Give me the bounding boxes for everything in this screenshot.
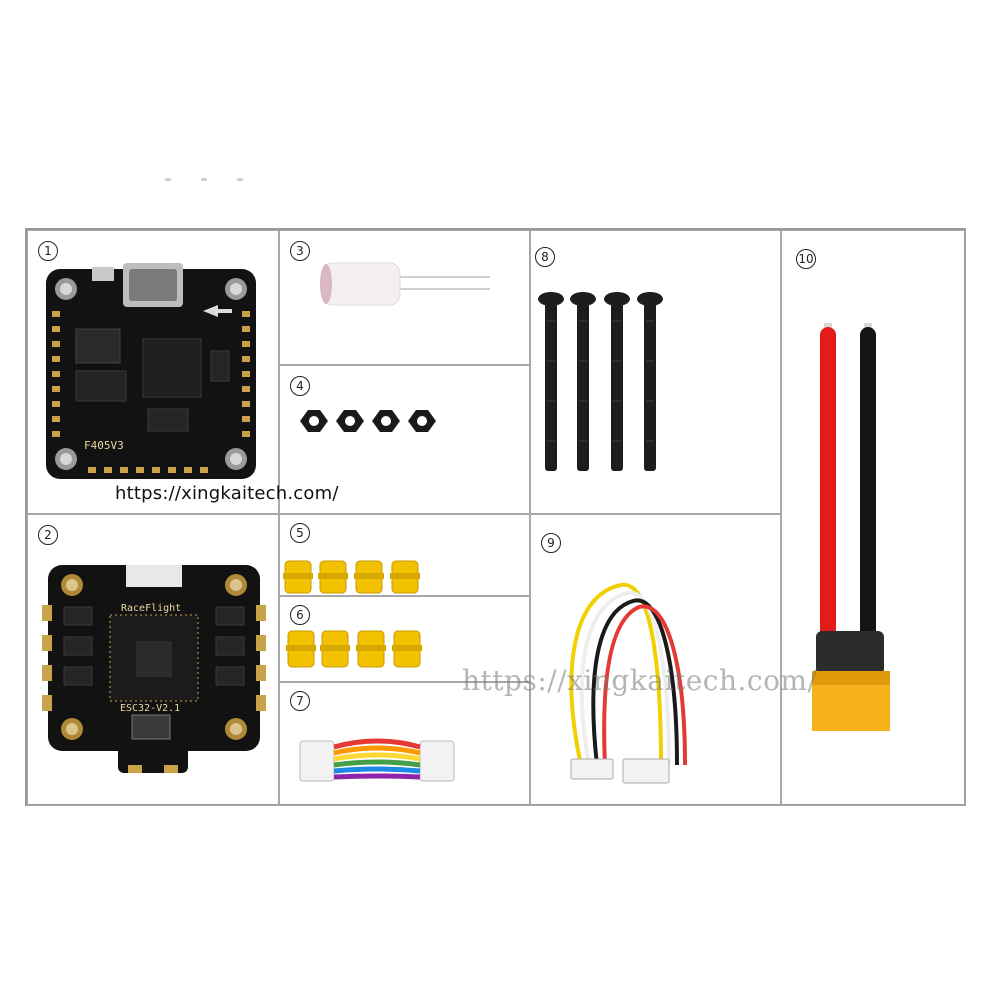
item-number: 3 <box>290 241 310 261</box>
esc-board-image: RaceFlight ESC32-V2.1 <box>42 565 266 773</box>
faint-header-marks <box>165 168 273 186</box>
item-number: 9 <box>541 533 561 553</box>
board-label: ESC32-V2.1 <box>120 703 180 714</box>
cell-flight-controller: 1 <box>27 230 279 514</box>
grommets-image <box>283 560 420 594</box>
cell-rainbow-cable: 7 <box>279 682 530 806</box>
product-grid: 1 <box>25 228 966 806</box>
watermark-url-faint: https://xingkaitech.com/ <box>462 664 818 697</box>
screws-image <box>538 292 663 471</box>
board-label: F405V3 <box>84 439 124 452</box>
wire-loop-image <box>569 582 687 784</box>
nuts-image <box>300 410 436 432</box>
item-number: 10 <box>796 249 816 269</box>
watermark-url: https://xingkaitech.com/ <box>115 483 339 504</box>
item-number: 6 <box>290 605 310 625</box>
item-number: 8 <box>535 247 555 267</box>
rainbow-cable-image <box>299 738 455 782</box>
power-lead-image <box>812 323 890 731</box>
item-number: 2 <box>38 525 58 545</box>
cell-grommets-b: 6 <box>279 596 530 682</box>
cell-wire-loop-cable: 9 <box>530 514 781 806</box>
item-number: 1 <box>38 241 58 261</box>
cell-screws: 8 <box>530 230 781 514</box>
capacitor-image <box>320 262 490 306</box>
cell-power-lead: 10 <box>781 230 966 806</box>
item-number: 5 <box>290 523 310 543</box>
cell-capacitor: 3 <box>279 230 530 365</box>
flight-controller-image: F405V3 <box>46 263 256 479</box>
board-top-label: RaceFlight <box>121 603 181 614</box>
cell-esc-board: 2 RaceFlight ESC32-V2.1 <box>27 514 279 806</box>
grommets-image <box>286 630 422 668</box>
cell-grommets-a: 5 <box>279 514 530 596</box>
item-number: 7 <box>290 691 310 711</box>
cell-nuts: 4 <box>279 365 530 514</box>
item-number: 4 <box>290 376 310 396</box>
